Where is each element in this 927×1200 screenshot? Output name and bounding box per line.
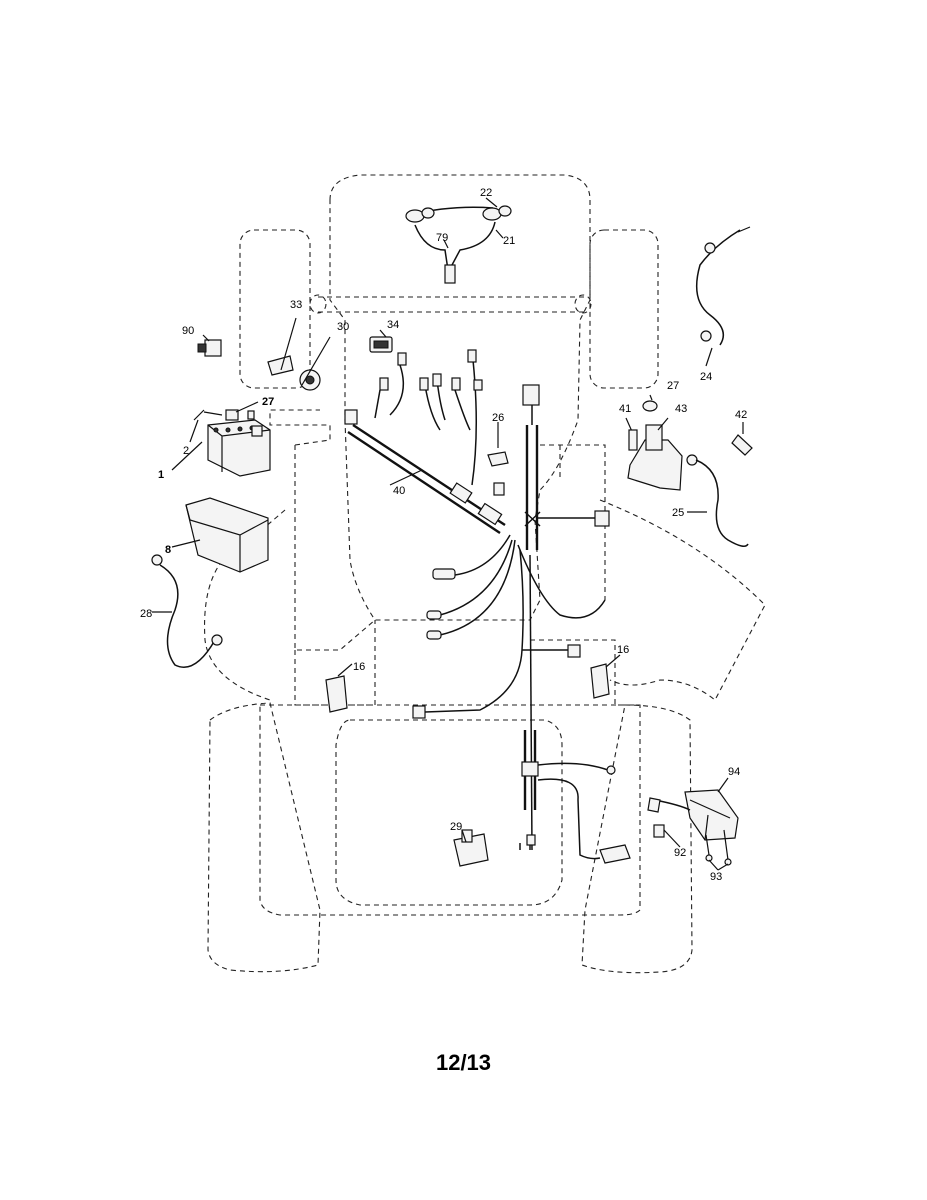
frame-lower — [294, 620, 640, 706]
callout-21: 21 — [503, 235, 515, 247]
callout-8: 8 — [165, 544, 171, 556]
callout-30: 30 — [337, 321, 349, 333]
callout-90: 90 — [182, 325, 194, 337]
rear-right-wheel — [581, 704, 693, 974]
hood-crossbar — [318, 296, 588, 313]
seat-outline — [335, 719, 563, 906]
callout-34: 34 — [387, 319, 399, 331]
callout-42: 42 — [735, 409, 747, 421]
axle-left-end — [309, 294, 327, 314]
front-right-wheel — [589, 229, 659, 389]
callout-43: 43 — [675, 403, 687, 415]
callout-2: 2 — [183, 445, 189, 457]
parts-left — [151, 317, 393, 668]
callout-79: 79 — [436, 232, 448, 244]
main-harness — [344, 349, 631, 864]
callout-27-right: 27 — [667, 380, 679, 392]
page-number: 12/13 — [435, 1050, 492, 1075]
callout-94: 94 — [728, 766, 740, 778]
right-deck — [599, 499, 766, 701]
callout-24: 24 — [700, 371, 712, 383]
front-left-wheel — [239, 229, 311, 389]
rear-left-wheel — [207, 702, 321, 973]
callout-40: 40 — [393, 485, 405, 497]
callout-33: 33 — [290, 299, 302, 311]
callout-41: 41 — [619, 403, 631, 415]
callout-27-left: 27 — [262, 396, 274, 408]
callout-28: 28 — [140, 608, 152, 620]
headlight-harness — [405, 197, 512, 284]
tractor-outline — [203, 174, 766, 974]
callout-93: 93 — [710, 871, 722, 883]
callout-29: 29 — [450, 821, 462, 833]
rear-body — [259, 704, 641, 916]
callout-16-right: 16 — [617, 644, 629, 656]
callout-92: 92 — [674, 847, 686, 859]
hood-outline — [329, 174, 591, 621]
callout-16-left: 16 — [353, 661, 365, 673]
parts-right — [325, 226, 753, 871]
callout-26: 26 — [492, 412, 504, 424]
callout-22: 22 — [480, 187, 492, 199]
axle-right-end — [574, 294, 592, 314]
callout-1: 1 — [158, 469, 164, 481]
callouts: 22 79 21 33 90 30 34 27 2 1 8 28 40 26 2… — [140, 187, 747, 883]
callout-25: 25 — [672, 507, 684, 519]
frame-outline — [269, 409, 606, 651]
